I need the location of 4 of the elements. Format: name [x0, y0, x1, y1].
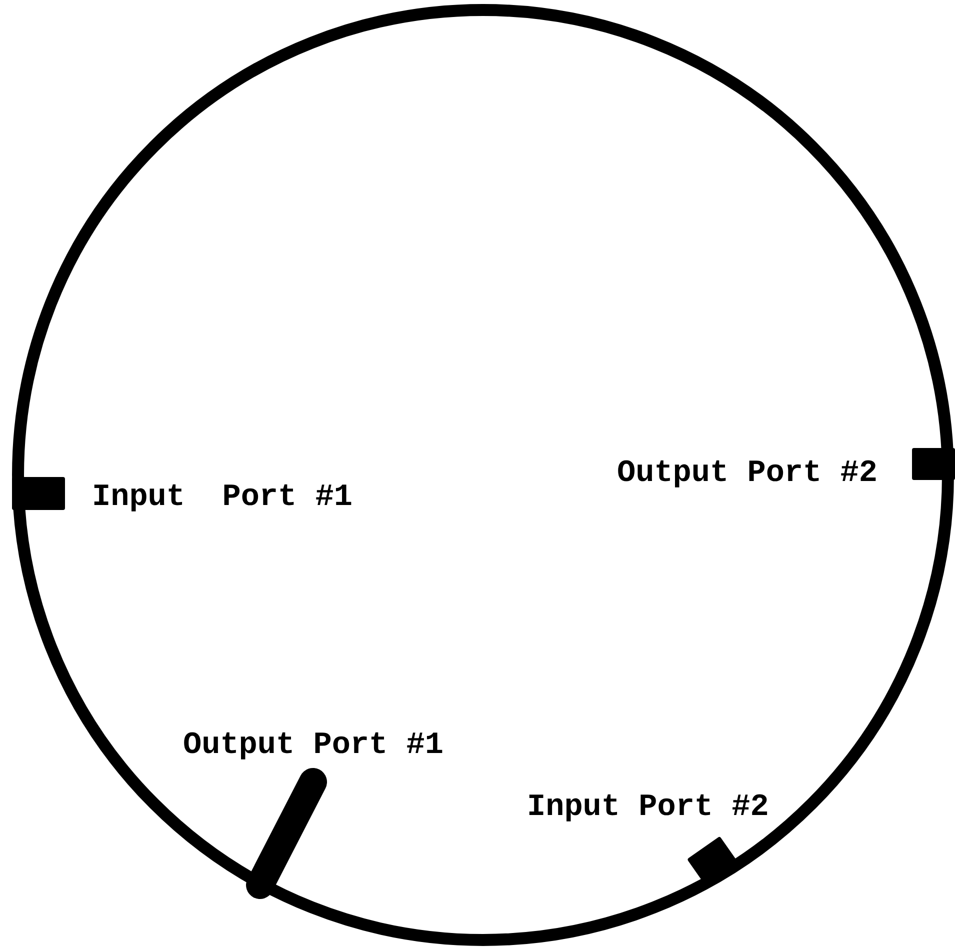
- port-label: Input Port #1: [92, 482, 352, 513]
- port-label: Input Port #2: [527, 792, 769, 823]
- port-label: Output Port #2: [617, 458, 878, 489]
- port-label: Output Port #1: [183, 730, 444, 761]
